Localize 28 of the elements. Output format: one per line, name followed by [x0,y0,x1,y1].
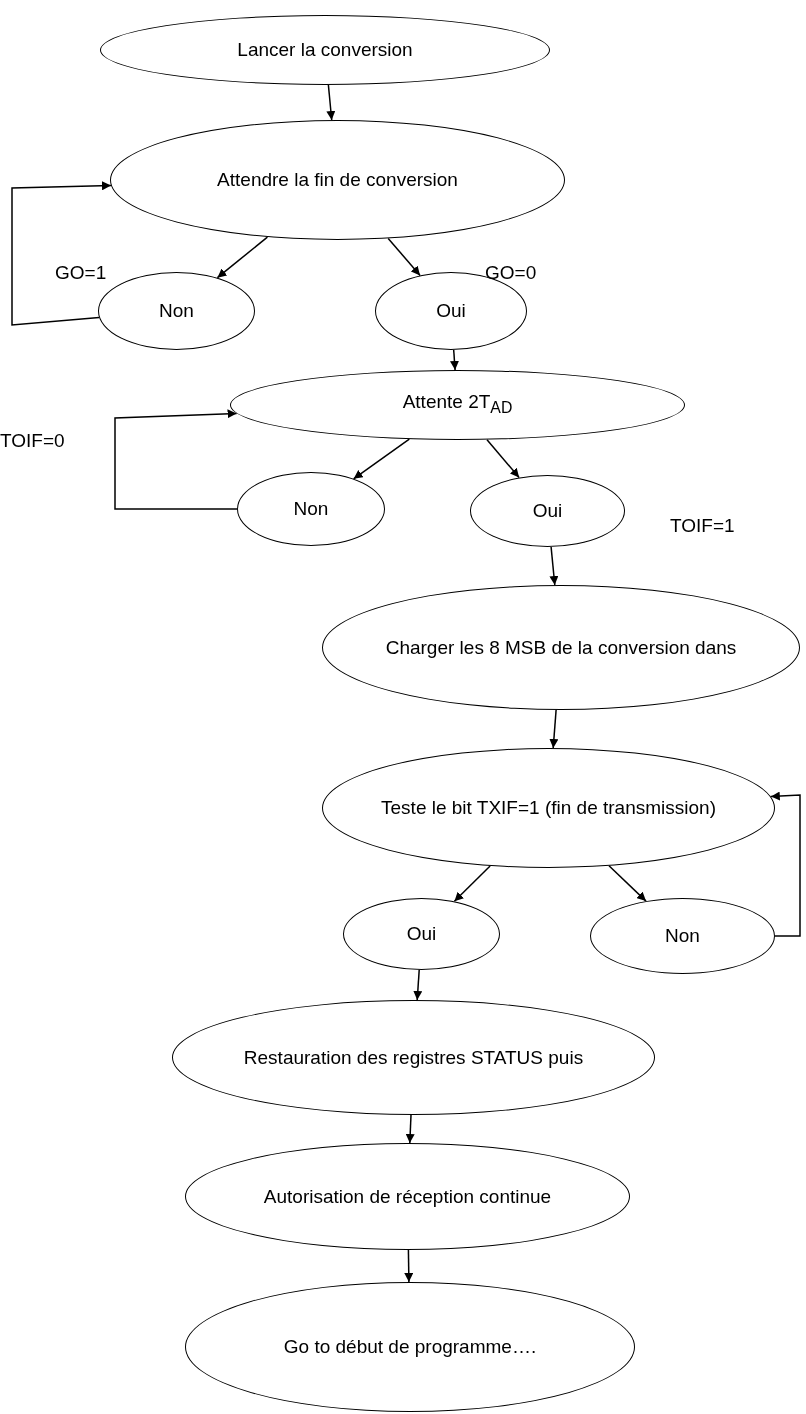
ellipse-node: Oui [470,475,625,547]
arrow [770,791,801,937]
arrow [549,709,559,749]
arrow [352,438,411,480]
arrow [114,409,238,510]
ellipse-node: Attendre la fin de conversion [110,120,565,240]
arrow [404,1249,414,1283]
ellipse-node: Restauration des registres STATUS puis [172,1000,655,1115]
arrow [486,438,520,479]
ellipse-node: Non [237,472,385,546]
ellipse-node: Go to début de programme…. [185,1282,635,1412]
arrow [450,349,459,371]
ellipse-node: Non [590,898,775,974]
arrow [413,969,423,1001]
ellipse-node: Teste le bit TXIF=1 (fin de transmission) [322,748,775,868]
ellipse-node: Charger les 8 MSB de la conversion dans [322,585,800,710]
condition-label: TOIF=0 [0,430,65,452]
condition-label: TOIF=1 [670,515,735,537]
arrow [549,546,559,586]
arrow [326,84,336,121]
ellipse-node: Lancer la conversion [100,15,550,85]
ellipse-node: Autorisation de réception continue [185,1143,630,1250]
ellipse-node: Attente 2T$_{AD}$ [230,370,685,440]
arrow [608,865,647,902]
arrow [216,236,269,279]
arrow [405,1114,415,1144]
arrow [11,181,112,326]
ellipse-node: Oui [343,898,500,970]
